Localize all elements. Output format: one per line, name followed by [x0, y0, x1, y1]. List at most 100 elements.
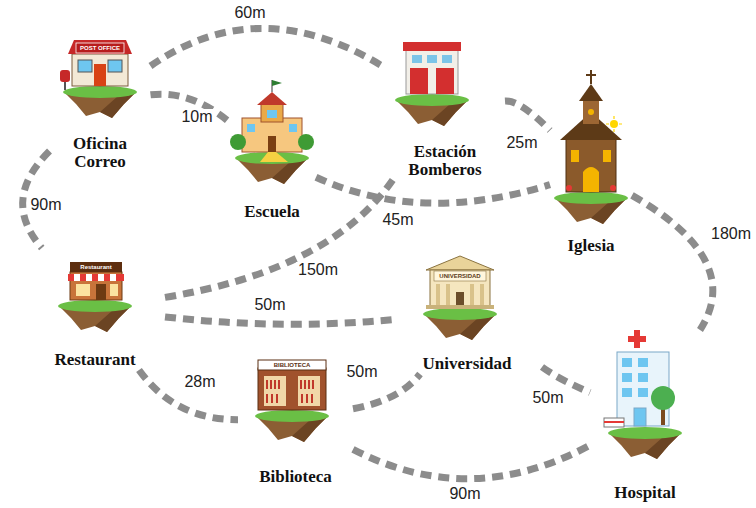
place-node: Biblioteca — [238, 352, 353, 487]
restaurant-icon-part — [58, 300, 132, 332]
hospital-icon — [604, 330, 682, 459]
place-name: Oficina Correo — [53, 135, 148, 172]
fire-station-icon-part — [412, 55, 422, 63]
place-name: Iglesia — [567, 237, 614, 256]
church-icon-part — [590, 70, 592, 84]
post-office-icon-part — [68, 40, 132, 54]
sign-text: BIBLIOTECA — [274, 362, 311, 369]
hospital-icon-part — [622, 388, 632, 397]
post-office-icon-part — [72, 54, 128, 86]
fire-station-icon-part — [406, 50, 458, 94]
church-icon-part — [583, 100, 599, 124]
distance-label: 45m — [380, 212, 415, 228]
place-node: Estación Bomberos — [385, 30, 505, 180]
church-icon-part — [554, 192, 628, 224]
church-icon-part — [610, 185, 616, 191]
school-icon — [230, 80, 314, 184]
distance-label: 60m — [232, 5, 267, 21]
distance-label: 10m — [179, 109, 214, 125]
school-icon-part — [261, 104, 283, 122]
hospital-icon-part — [634, 408, 646, 426]
school-icon-part — [242, 118, 302, 152]
sign-text: UNIVERSIDAD — [439, 273, 480, 280]
library-icon-part — [258, 360, 326, 370]
university-icon-part — [446, 284, 450, 306]
church-icon-part — [588, 109, 594, 115]
distance-label: 90m — [28, 197, 63, 213]
restaurant-icon-part — [96, 284, 106, 300]
distance-label: 150m — [296, 262, 340, 278]
university-icon — [423, 256, 497, 340]
university-icon-part — [426, 305, 494, 309]
hospital-icon-part — [622, 358, 632, 367]
place-name: Universidad — [423, 355, 512, 374]
hospital-icon-part — [638, 388, 648, 397]
place-name: Estación Bomberos — [390, 143, 500, 180]
dotted-route — [542, 367, 590, 393]
school-icon-part — [298, 134, 314, 150]
university-icon-part — [423, 308, 497, 340]
restaurant-icon-part — [86, 274, 92, 281]
restaurant-icon-part — [110, 284, 118, 296]
dotted-route — [353, 445, 590, 478]
university-icon-part — [470, 284, 474, 306]
restaurant-icon-part — [68, 274, 124, 281]
place-node: Iglesia — [550, 88, 632, 256]
fire-station-icon-part — [395, 94, 469, 126]
library-icon-part — [255, 410, 329, 442]
post-office-icon-part — [94, 64, 106, 86]
dotted-route — [165, 180, 393, 297]
dotted-route — [151, 28, 386, 67]
post-office-icon-part — [63, 86, 137, 118]
restaurant-icon-part — [98, 274, 104, 281]
place-node: Universidad — [392, 252, 542, 374]
restaurant-icon — [58, 262, 132, 332]
restaurant-icon-part — [76, 284, 90, 296]
place-name: Hospital — [614, 484, 675, 503]
school-icon-part — [272, 80, 282, 86]
dotted-route — [505, 101, 550, 130]
hospital-icon-part — [638, 373, 648, 382]
restaurant-icon-part — [110, 274, 116, 281]
university-icon-part — [456, 292, 464, 306]
fire-station-icon-part — [410, 68, 428, 94]
university-icon-part — [436, 284, 440, 306]
distance-label: 50m — [530, 390, 565, 406]
dotted-route — [632, 195, 713, 330]
dotted-route — [165, 317, 392, 324]
hospital-icon-part — [628, 336, 646, 342]
church-icon-part — [583, 167, 599, 192]
school-icon-part — [247, 124, 255, 132]
fire-station-icon-part — [436, 68, 454, 94]
place-name: Restaurant — [54, 351, 135, 370]
place-node: Oficina Correo — [50, 30, 151, 172]
school-icon-part — [230, 134, 246, 150]
hospital-icon-part — [608, 427, 682, 459]
place-name: Biblioteca — [259, 468, 332, 487]
post-office-icon — [60, 40, 137, 118]
post-office-icon-part — [64, 82, 66, 90]
library-icon — [255, 360, 329, 442]
dotted-route — [139, 370, 238, 420]
sign-text: POST OFFICE — [80, 45, 120, 52]
library-icon-part — [258, 368, 326, 410]
post-office-icon-part — [78, 60, 92, 72]
fire-station-icon-part — [442, 55, 452, 63]
school-icon-part — [289, 124, 297, 132]
place-node: Escuela — [228, 92, 316, 222]
church-icon-part — [606, 116, 622, 132]
university-icon-part — [434, 271, 486, 281]
dotted-route — [316, 177, 550, 203]
church-icon-part — [610, 120, 618, 128]
post-office-icon-part — [60, 70, 70, 82]
distance-label: 50m — [344, 364, 379, 380]
library-icon-part — [267, 380, 313, 403]
distance-label: 28m — [182, 374, 217, 390]
distance-label: 180m — [709, 226, 753, 242]
school-icon-part — [267, 110, 277, 118]
school-icon-part — [235, 152, 309, 184]
school-icon-part — [260, 152, 288, 162]
restaurant-icon-part — [74, 274, 80, 281]
